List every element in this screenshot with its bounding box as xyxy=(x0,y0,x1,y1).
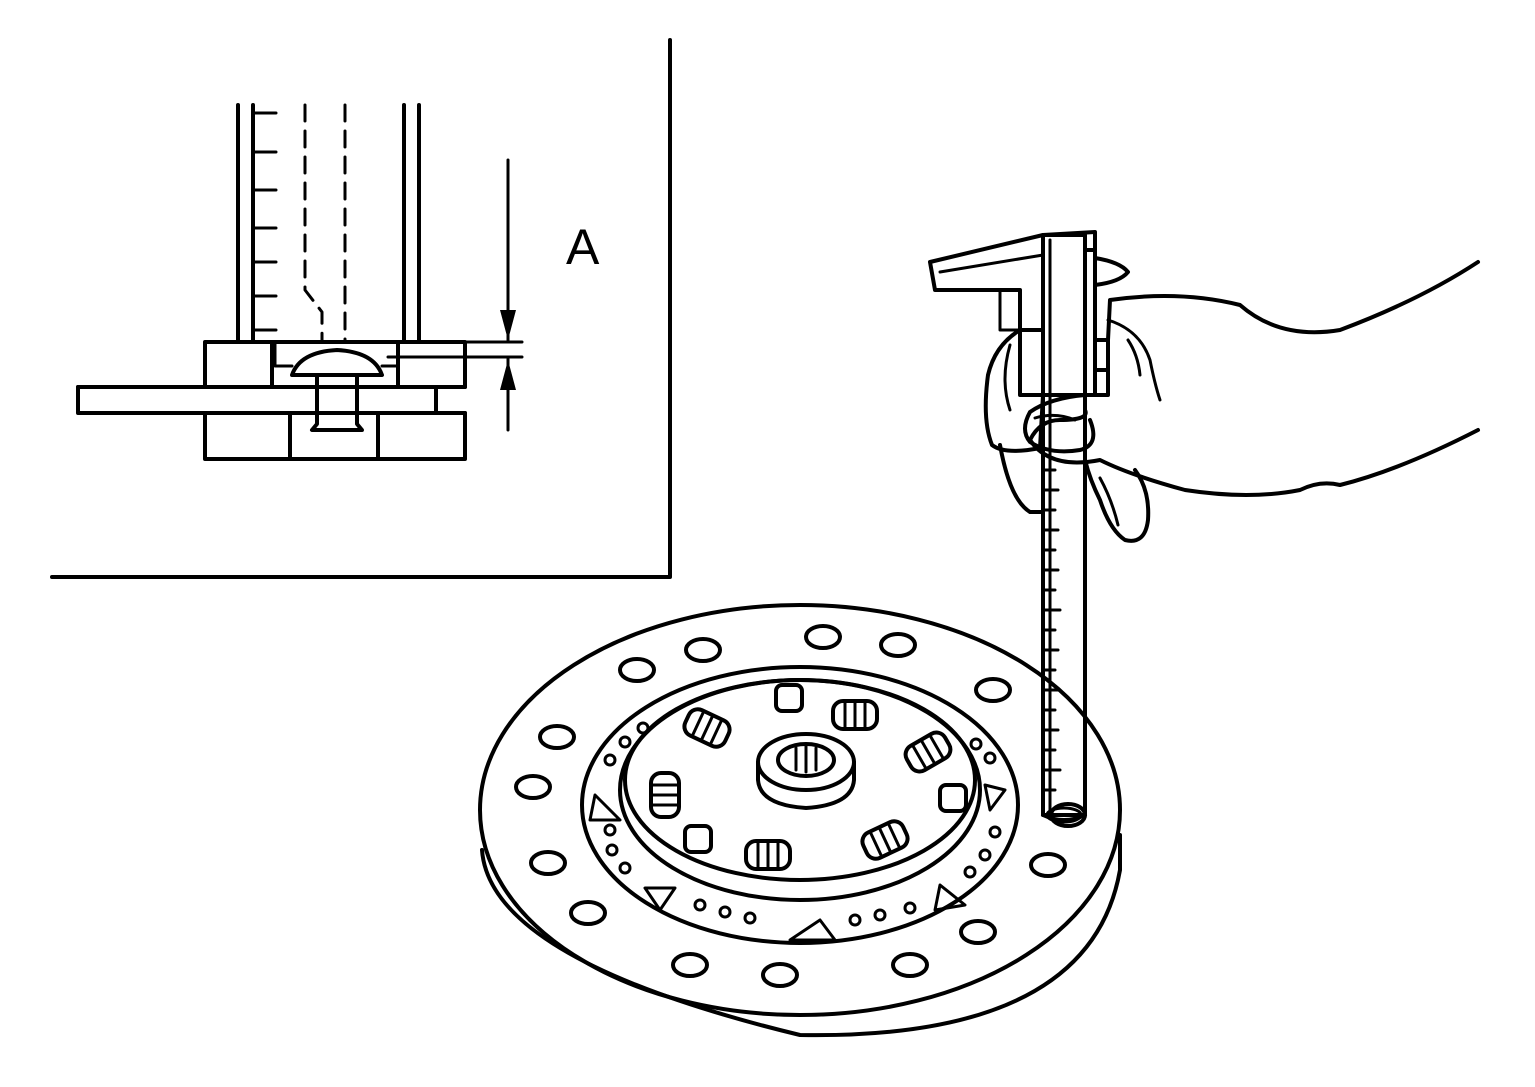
caliper-scale-ticks xyxy=(1041,468,1062,792)
detail-inset xyxy=(50,38,672,579)
spring xyxy=(649,771,681,819)
arrow-up xyxy=(500,360,516,390)
disc-outer-edge xyxy=(478,603,1122,1017)
finger-lower xyxy=(998,443,1045,514)
hand-outline xyxy=(1028,260,1480,497)
spring xyxy=(831,699,879,731)
depth-dimension xyxy=(386,158,524,432)
caliper-jaws xyxy=(928,230,1097,397)
inset-frame xyxy=(50,38,672,579)
stop-pins xyxy=(683,683,968,854)
spring xyxy=(744,839,792,871)
arrow-down xyxy=(500,310,516,340)
spring xyxy=(682,707,732,749)
thumb-screw xyxy=(1093,256,1130,287)
disc-lining-ring xyxy=(580,665,1020,945)
hand xyxy=(983,260,1480,543)
spring xyxy=(860,819,910,861)
scale-ticks xyxy=(251,111,278,332)
caliper-stem-section xyxy=(236,103,421,344)
lining-marks xyxy=(588,721,1007,942)
depth-rod-hidden-line xyxy=(303,103,324,344)
fingers-right xyxy=(1083,458,1151,543)
spring xyxy=(903,730,953,774)
fingers-left xyxy=(983,328,1045,453)
rivet xyxy=(290,348,384,377)
hub-plate-inner xyxy=(623,678,977,882)
detail-label: A xyxy=(566,219,600,275)
splined-hub xyxy=(756,732,856,810)
torsion-springs xyxy=(649,699,953,871)
outer-rivet-holes xyxy=(514,624,1087,988)
clutch-disc xyxy=(478,603,1122,1038)
lining-rivet-section xyxy=(76,340,467,461)
